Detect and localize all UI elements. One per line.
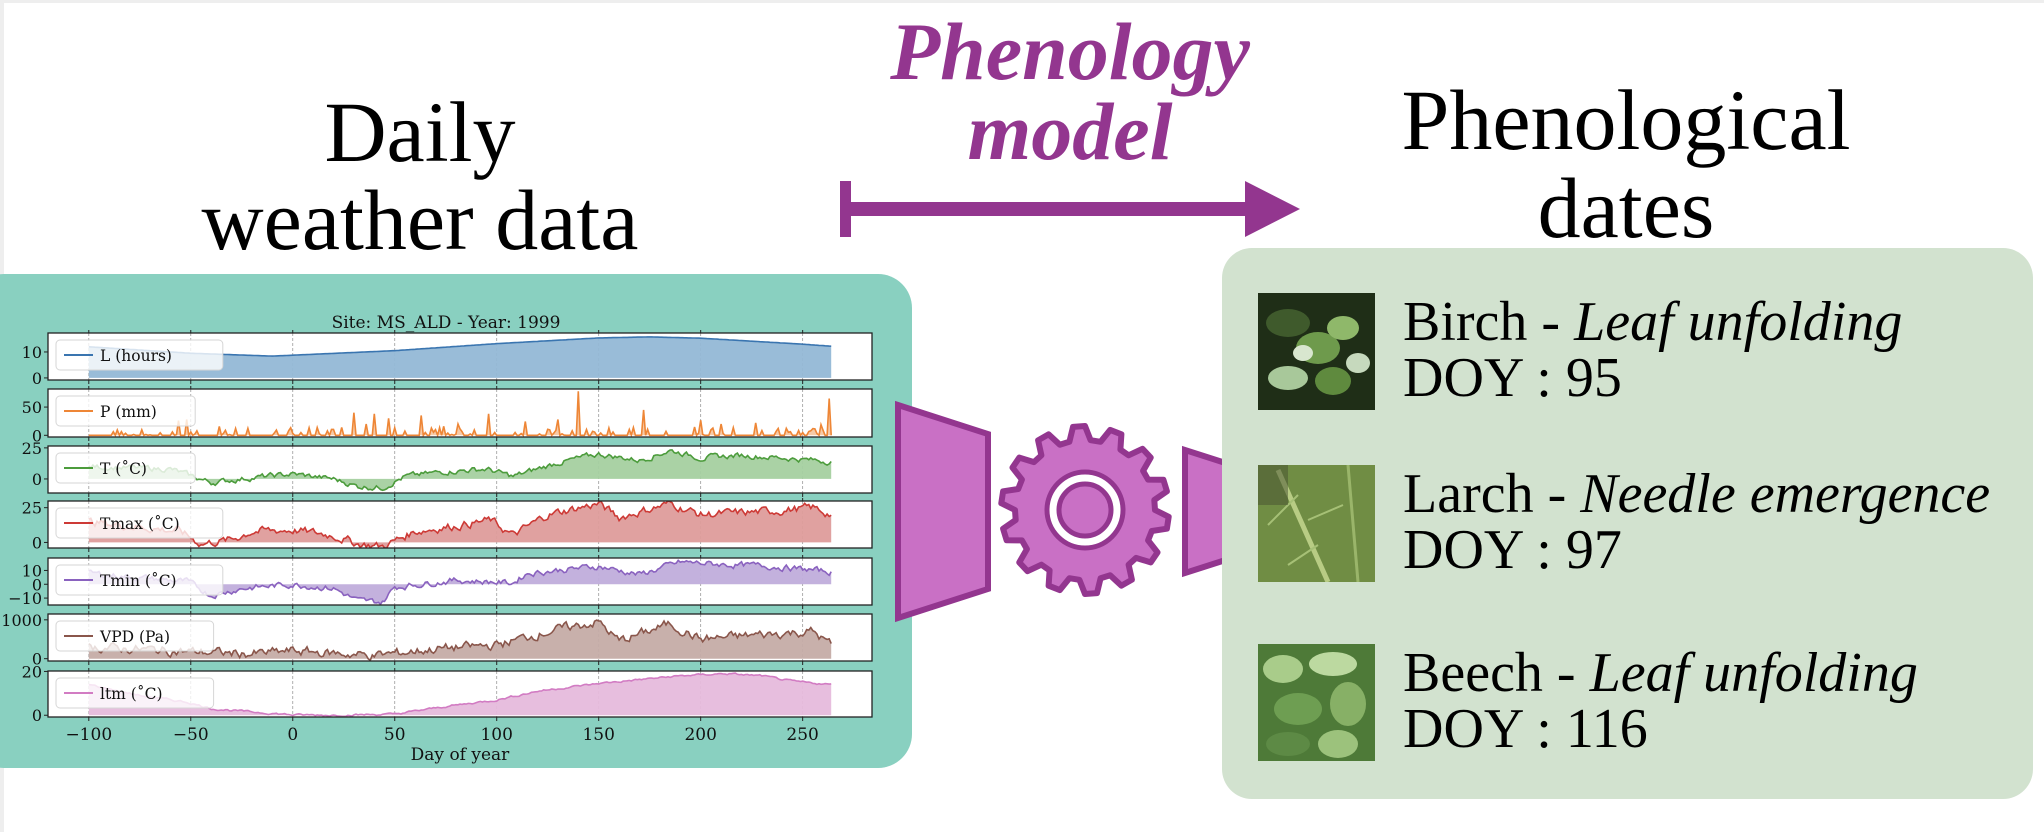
phenology-model-heading: Phenology model: [820, 6, 1320, 177]
separator: -: [1527, 291, 1575, 353]
y-tick-label: 0: [32, 650, 42, 669]
x-tick-label: 100: [480, 725, 512, 745]
legend-box: [55, 507, 224, 539]
y-tick-label: 25: [22, 499, 42, 518]
legend-label: Tmax (˚C): [100, 515, 180, 533]
model-heading-line1: Phenology: [890, 6, 1250, 97]
phenological-dates-heading: Phenological dates: [1370, 76, 1882, 252]
doy-line: DOY : 116: [1403, 700, 1648, 758]
legend-box: [55, 395, 196, 427]
species-name: Beech: [1403, 642, 1543, 704]
x-tick-label: 200: [684, 725, 716, 745]
x-tick-label: 0: [287, 725, 298, 745]
weather-heading-line1: Daily: [324, 84, 516, 180]
species-title: Birch - Leaf unfolding: [1403, 293, 1902, 351]
model-heading-line2: model: [967, 86, 1173, 177]
x-tick-label: 50: [384, 725, 406, 745]
y-tick-label: 0: [32, 369, 42, 388]
x-tick-label: −50: [173, 725, 209, 745]
panel-t: 0 25 T (˚C): [22, 439, 873, 497]
legend-box: [55, 452, 196, 484]
legend-label: Tmin (˚C): [100, 572, 177, 590]
y-tick-label: 0: [32, 470, 42, 489]
y-tick-label: 10: [22, 343, 42, 362]
dates-heading-line1: Phenological: [1401, 72, 1851, 168]
x-tick-label: 250: [786, 725, 818, 745]
legend-box: [55, 339, 224, 371]
legend-label: T (˚C): [100, 460, 147, 478]
y-tick-label: 0: [32, 426, 42, 445]
top-border: [0, 0, 2044, 3]
species-title: Beech - Leaf unfolding: [1403, 644, 1918, 702]
weather-heading-line2: weather data: [201, 172, 639, 268]
doy-label: DOY :: [1403, 347, 1566, 409]
x-axis-label: Day of year: [411, 745, 511, 765]
species-item-beech: Beech - Leaf unfolding DOY : 116: [1258, 644, 2038, 762]
species-title: Larch - Needle emergence: [1403, 465, 1990, 523]
beech-leaves-photo: [1258, 644, 1375, 761]
y-tick-label: −10: [8, 589, 42, 608]
doy-value: 95: [1565, 347, 1622, 409]
phenological-stage: Leaf unfolding: [1589, 642, 1918, 704]
doy-line: DOY : 97: [1403, 521, 1622, 579]
panel-ltm: 0 20 ltm (˚C): [22, 662, 873, 725]
legend-label: L (hours): [100, 347, 172, 365]
birch-leaves-photo: [1258, 293, 1375, 410]
y-tick-label: 0: [32, 575, 42, 594]
legend-box: [55, 677, 215, 709]
doy-label: DOY :: [1403, 519, 1566, 581]
y-tick-label: 10: [22, 561, 42, 580]
separator: -: [1542, 642, 1590, 704]
y-tick-label: 0: [32, 533, 42, 552]
gear-icon: [998, 423, 1172, 597]
panel-p: 0 50 P (mm): [22, 386, 873, 445]
y-tick-label: 0: [32, 706, 42, 725]
doy-value: 116: [1565, 698, 1648, 760]
trapezoid-encoder-icon: [895, 400, 991, 623]
y-tick-label: 25: [22, 439, 42, 458]
phenological-stage: Needle emergence: [1580, 463, 1991, 525]
doy-label: DOY :: [1403, 698, 1566, 760]
separator: -: [1533, 463, 1581, 525]
species-item-birch: Birch - Leaf unfolding DOY : 95: [1258, 293, 2038, 411]
species-name: Larch: [1403, 463, 1534, 525]
species-item-larch: Larch - Needle emergence DOY : 97: [1258, 465, 2038, 583]
weather-data-heading: Daily weather data: [160, 88, 680, 264]
legend-label: P (mm): [100, 403, 157, 421]
doy-line: DOY : 95: [1403, 349, 1622, 407]
panel-l: 0 10 L (hours): [22, 330, 873, 388]
y-tick-label: 1000: [1, 611, 42, 630]
x-tick-label: 150: [582, 725, 614, 745]
doy-value: 97: [1565, 519, 1622, 581]
legend-label: ltm (˚C): [100, 685, 163, 703]
y-tick-label: 20: [22, 662, 42, 681]
y-tick-label: 50: [22, 398, 42, 417]
chart-title: Site: MS_ALD - Year: 1999: [332, 313, 561, 333]
legend-box: [55, 620, 215, 652]
dates-heading-line2: dates: [1537, 160, 1715, 256]
phenological-stage: Leaf unfolding: [1574, 291, 1903, 353]
x-tick-label: −100: [65, 725, 112, 745]
legend-label: VPD (Pa): [99, 628, 170, 646]
legend-box: [55, 564, 224, 596]
larch-needles-photo: [1258, 465, 1375, 582]
species-name: Birch: [1403, 291, 1528, 353]
